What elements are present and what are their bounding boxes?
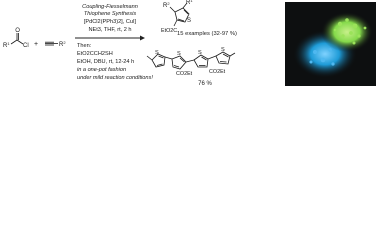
alkyne bbox=[45, 41, 58, 46]
terthiophene-structure bbox=[146, 51, 236, 70]
acyl-chloride-label: Cl bbox=[23, 43, 29, 49]
ring4-sulfur: S bbox=[221, 47, 225, 53]
product-r1-label: R1 bbox=[186, 0, 193, 6]
condition-note-1: in a one-pot fashion bbox=[77, 67, 126, 73]
reaction-arrow bbox=[75, 35, 145, 41]
product-summary: 15 examples (32-97 %) bbox=[177, 31, 237, 37]
condition-then: Then: bbox=[77, 43, 92, 49]
condition-second-step: EtOH, DBU, rt, 12-24 h bbox=[77, 59, 134, 65]
acyl-r1-label: R1 bbox=[3, 41, 10, 49]
green-emission bbox=[321, 12, 373, 52]
condition-title-1: Coupling-Fiesselmann bbox=[82, 4, 138, 10]
acyl-chloride bbox=[10, 33, 24, 45]
green-crystals bbox=[333, 18, 367, 45]
condition-base-solvent: NEt3, THF, rt, 2 h bbox=[88, 27, 131, 33]
ring2-sulfur: S bbox=[177, 51, 181, 57]
product-ester-label: EtO2C bbox=[161, 28, 177, 34]
terthiophene-yield: 76 % bbox=[198, 81, 212, 87]
alkyne-r2-label: R2 bbox=[59, 40, 66, 48]
condition-title-2: Thiophene Synthesis bbox=[84, 11, 136, 17]
product-sulfur-label: S bbox=[187, 18, 191, 24]
ester-label-2: CO2Et bbox=[209, 69, 226, 75]
blue-crystals bbox=[309, 48, 335, 66]
condition-thiol: EtO2CCH2SH bbox=[77, 51, 113, 57]
ring3-sulfur: S bbox=[198, 50, 202, 56]
fluorescence-photo bbox=[285, 2, 376, 86]
acyl-oxygen-label: O bbox=[15, 28, 20, 34]
product-thiophene bbox=[169, 2, 190, 27]
condition-catalyst: [PdCl2(PPh3)2], CuI] bbox=[84, 19, 137, 25]
ring1-sulfur: S bbox=[155, 50, 159, 56]
condition-note-2: under mild reaction conditions! bbox=[77, 75, 153, 81]
plus-sign: + bbox=[34, 41, 38, 48]
reaction-scheme: R1 O Cl + R2 Coupling-Fiesselmann Thioph… bbox=[3, 0, 237, 87]
product-r2-label: R2 bbox=[163, 1, 170, 9]
ester-label-1: CO2Et bbox=[176, 71, 193, 77]
